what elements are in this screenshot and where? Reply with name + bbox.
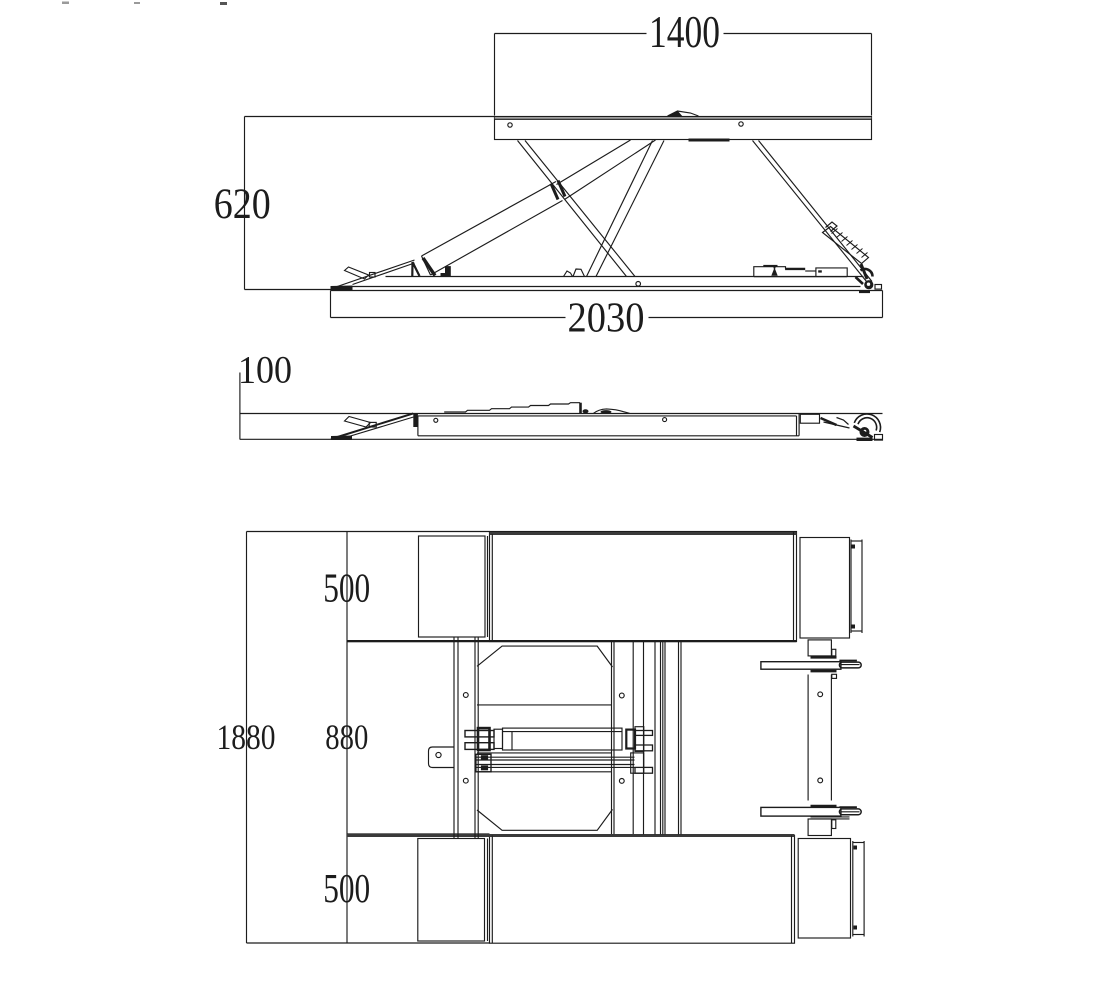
svg-text:1400: 1400 <box>649 7 720 57</box>
svg-text:1880: 1880 <box>217 717 276 757</box>
svg-text:100: 100 <box>238 349 292 392</box>
svg-text:620: 620 <box>214 181 271 228</box>
svg-text:500: 500 <box>323 865 370 911</box>
svg-text:880: 880 <box>325 717 368 757</box>
svg-text:500: 500 <box>323 565 370 611</box>
svg-text:2030: 2030 <box>568 296 645 342</box>
